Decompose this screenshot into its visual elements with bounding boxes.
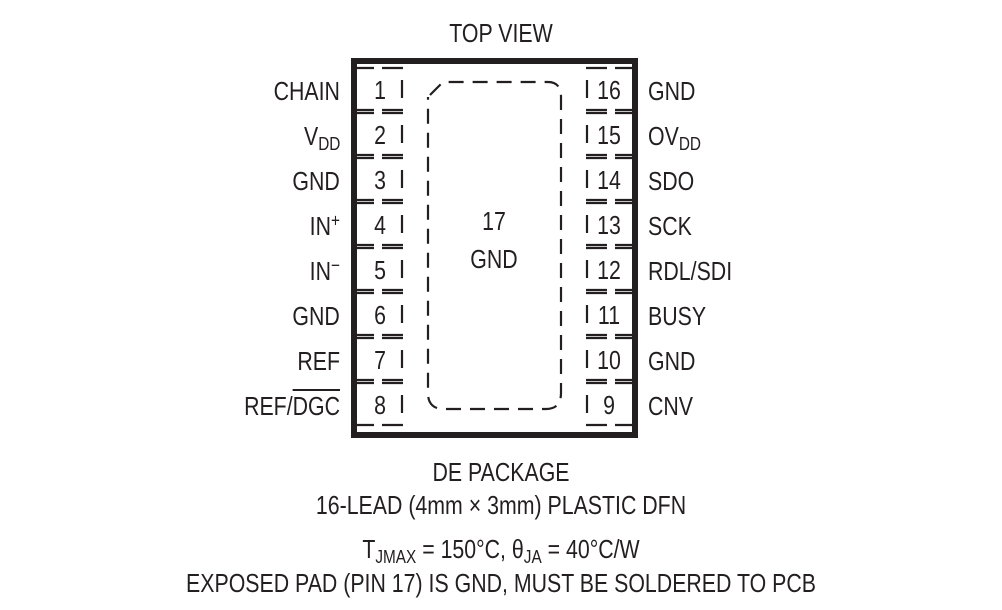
pin-14-label: SDO (648, 166, 695, 196)
pad-number: 14 (597, 166, 621, 196)
pad-number: 10 (597, 346, 621, 376)
package-name: DE PACKAGE (432, 457, 570, 487)
left-pin-labels: CHAIN VDD GND IN+ IN− GND REF REF/DGC (0, 0, 340, 610)
pin-4-label: IN+ (309, 209, 340, 241)
pin-13-label: SCK (648, 211, 692, 241)
pad-number: 15 (597, 121, 621, 151)
pin-12-label: RDL/SDI (648, 256, 733, 286)
pad-number: 5 (374, 256, 386, 286)
pin-10-label: GND (648, 346, 696, 376)
pin-9-label: CNV (648, 391, 694, 421)
right-pads (585, 66, 632, 427)
pin-2-label: VDD (303, 121, 340, 155)
pad-number: 9 (603, 391, 615, 421)
pad-number: 8 (374, 391, 386, 421)
pin-16-label: GND (648, 76, 696, 106)
pad-number: 4 (374, 211, 386, 241)
pad-number: 12 (597, 256, 621, 286)
exposed-pad-note: EXPOSED PAD (PIN 17) IS GND, MUST BE SOL… (186, 568, 816, 598)
pad-number: 7 (374, 346, 386, 376)
exposed-pad-outline (426, 80, 563, 411)
pad-number: 13 (597, 211, 621, 241)
package-description: 16-LEAD (4mm × 3mm) PLASTIC DFN (315, 490, 687, 520)
pin-15-label: OVDD (648, 121, 701, 155)
pin-3-label: GND (292, 166, 340, 196)
pin-8-label: REF/DGC (244, 391, 340, 421)
pad-number: 2 (374, 121, 386, 151)
left-pads (357, 66, 404, 427)
diagram-title: TOP VIEW (449, 18, 553, 48)
pad-number: 3 (374, 166, 386, 196)
pin-11-label: BUSY (648, 301, 707, 331)
right-pin-labels: GND OVDD SDO SCK RDL/SDI BUSY GND CNV (648, 0, 948, 610)
exposed-pad-number: 17 (482, 206, 506, 236)
pin-1-label: CHAIN (273, 76, 340, 106)
pad-number: 6 (374, 301, 386, 331)
pin-7-label: REF (297, 346, 340, 376)
thermal-specs: TJMAX = 150°C, θJA = 40°C/W (362, 534, 640, 568)
exposed-pad-name: GND (470, 244, 518, 274)
pad-number: 11 (598, 301, 620, 331)
pad-number: 1 (374, 76, 386, 106)
pin-5-label: IN− (309, 254, 340, 286)
package-body (351, 58, 638, 438)
pin-6-label: GND (292, 301, 340, 331)
pad-number: 16 (597, 76, 621, 106)
